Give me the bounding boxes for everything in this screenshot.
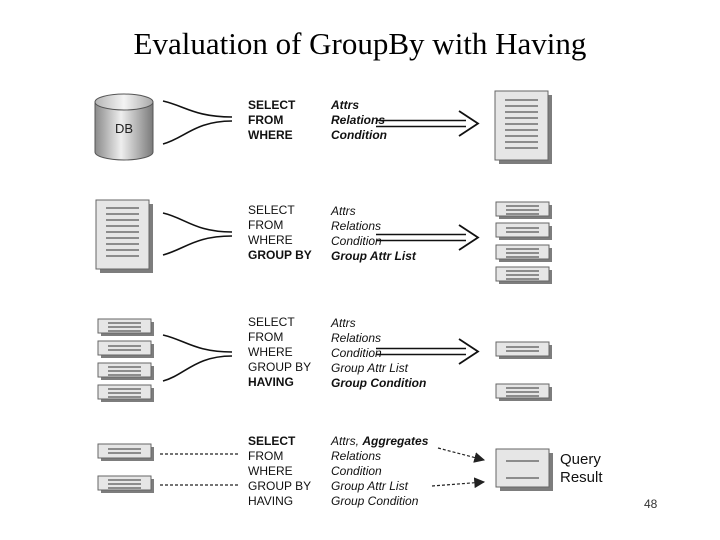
keyword: FROM (248, 330, 284, 344)
merge-curve-upper (162, 100, 233, 118)
filtered-groups (495, 341, 552, 401)
keyword: WHERE (248, 128, 293, 142)
keyword: WHERE (248, 345, 293, 359)
query-result-line: Result (560, 469, 603, 486)
step-3-args: Attrs Relations Condition Group Attr Lis… (331, 316, 426, 391)
page-number: 48 (644, 497, 658, 511)
arrow-row-2 (376, 224, 480, 251)
keyword: SELECT (248, 434, 296, 448)
result-table-large (494, 90, 552, 164)
arrow-row-3 (376, 338, 480, 365)
merge-curve-lower (162, 355, 233, 382)
query-result-line: Query (560, 451, 601, 468)
arg-aggregates: Aggregates (362, 434, 429, 448)
step-4-args: Attrs, Aggregates Relations Condition Gr… (331, 434, 428, 509)
query-result-table (495, 448, 553, 491)
arg: Condition (331, 128, 387, 142)
dashed-arrow-upper (437, 447, 486, 463)
db-label: DB (115, 121, 133, 136)
dashed-arrow-lower (431, 477, 486, 489)
keyword: FROM (248, 113, 284, 127)
arg: Relations (331, 219, 382, 233)
keyword: HAVING (248, 375, 294, 389)
arg: Attrs (331, 204, 356, 218)
merge-curve-upper (162, 212, 233, 233)
arg: Group Condition (331, 494, 419, 508)
step-4-keywords: SELECT FROM WHERE GROUP BY HAVING (248, 434, 311, 509)
arg: Group Attr List (331, 249, 416, 263)
arg: Relations (331, 113, 386, 127)
keyword: GROUP BY (248, 479, 312, 493)
step-1-args: Attrs Relations Condition (331, 98, 387, 143)
arg: Group Attr List (331, 361, 408, 375)
query-result-label: Query Result (560, 451, 603, 487)
arg: Relations (331, 449, 382, 463)
keyword: GROUP BY (248, 360, 312, 374)
group-stack-left (97, 318, 154, 402)
step-1-keywords: SELECT FROM WHERE (248, 98, 295, 143)
arg: Group Condition (331, 376, 427, 390)
arrow-row-1 (376, 110, 480, 137)
keyword: FROM (248, 218, 284, 232)
arg: Attrs (331, 98, 360, 112)
slide-title: Evaluation of GroupBy with Having (133, 26, 587, 61)
merge-curve-lower (162, 235, 233, 256)
keyword: GROUP BY (248, 248, 312, 262)
db-cylinder: DB (94, 93, 154, 161)
keyword: WHERE (248, 464, 293, 478)
step-2-keywords: SELECT FROM WHERE GROUP BY (248, 203, 312, 263)
step-3-keywords: SELECT FROM WHERE GROUP BY HAVING (248, 315, 311, 390)
keyword: FROM (248, 449, 284, 463)
input-table-large (95, 199, 153, 273)
arg: Condition (331, 464, 382, 478)
arg: Attrs (331, 316, 356, 330)
group-stack-right (495, 201, 552, 284)
arg: Relations (331, 331, 382, 345)
filtered-groups-left (97, 443, 154, 493)
arg: Attrs, (331, 434, 363, 448)
keyword: SELECT (248, 98, 296, 112)
step-2-args: Attrs Relations Condition Group Attr Lis… (331, 204, 416, 264)
merge-curve-upper (162, 334, 233, 353)
keyword: WHERE (248, 233, 293, 247)
keyword: SELECT (248, 315, 295, 329)
arg: Condition (331, 346, 382, 360)
keyword: HAVING (248, 494, 294, 508)
keyword: SELECT (248, 203, 295, 217)
arg: Condition (331, 234, 382, 248)
arg: Group Attr List (331, 479, 408, 493)
merge-curve-lower (162, 120, 233, 145)
